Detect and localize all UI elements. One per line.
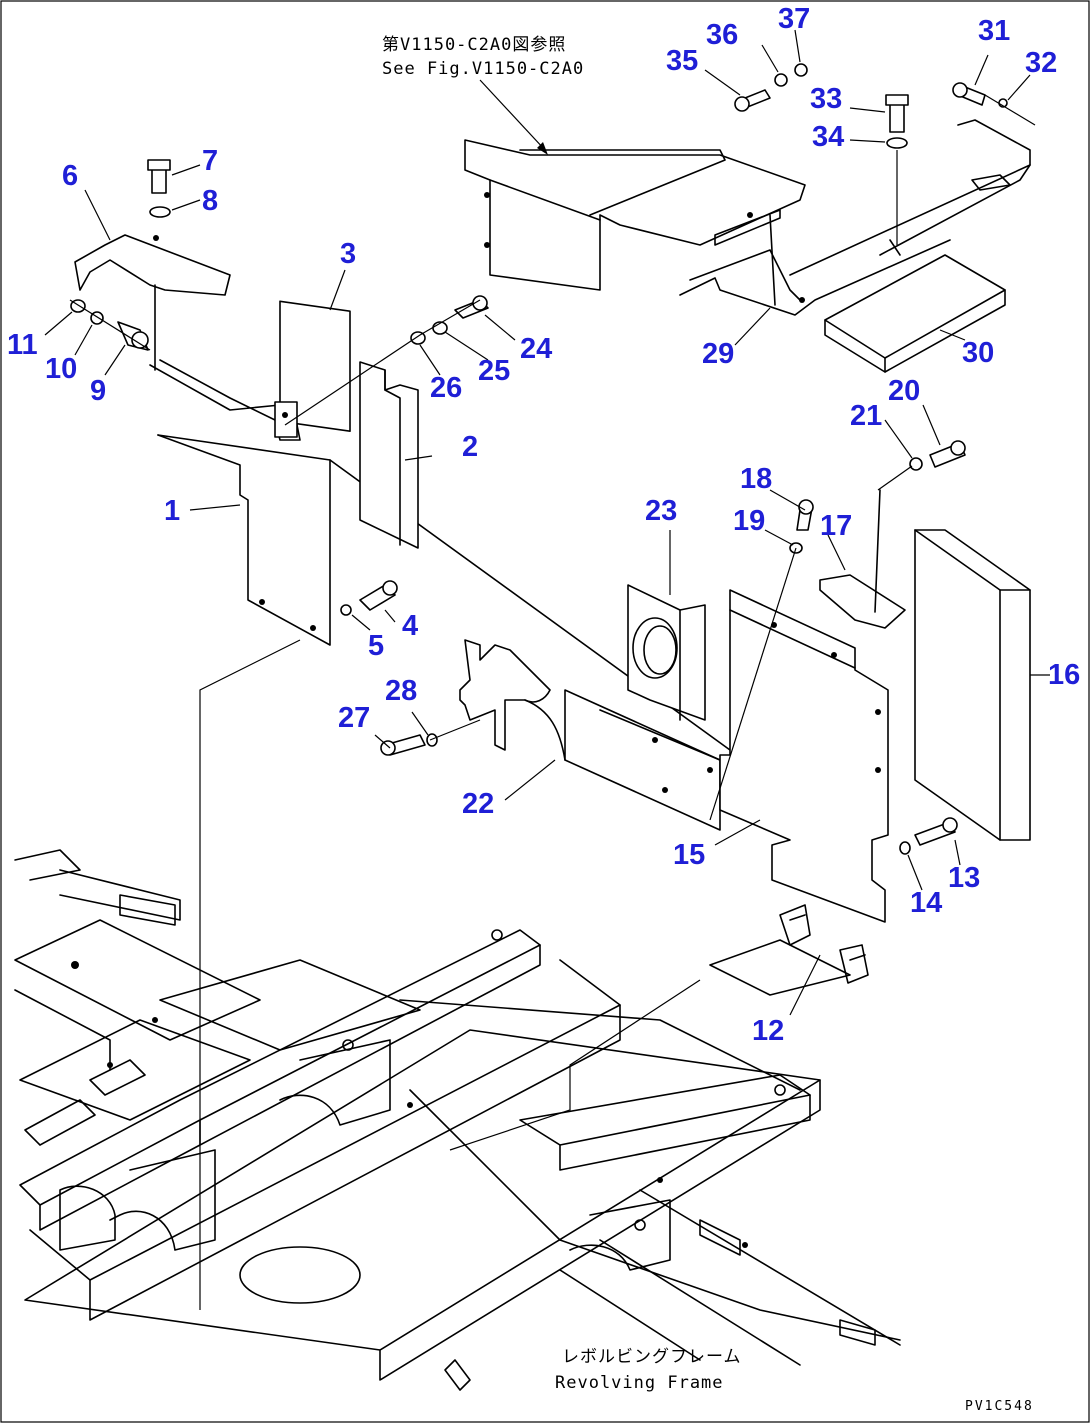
bolt-9 xyxy=(117,321,149,351)
bolt-35 xyxy=(734,89,771,112)
callout-11: 11 xyxy=(7,329,38,361)
washer-28 xyxy=(426,733,438,747)
callout-30: 30 xyxy=(962,337,994,369)
bolt-20-axis xyxy=(877,465,913,491)
callout-35: 35 xyxy=(666,45,698,77)
bolt-31-axis xyxy=(984,94,1036,126)
washer-21 xyxy=(909,457,923,471)
part-17-wedge xyxy=(819,574,906,629)
callout-10: 10 xyxy=(45,353,77,385)
callout-20: 20 xyxy=(888,375,920,407)
revolving-frame xyxy=(14,849,901,1391)
bolt-13 xyxy=(914,817,958,846)
callout-29: 29 xyxy=(702,338,734,370)
callout-leaders xyxy=(44,29,1050,1016)
part-22-bracket xyxy=(459,639,721,831)
callout-15: 15 xyxy=(673,839,705,871)
callout-2: 2 xyxy=(462,431,478,463)
callout-34: 34 xyxy=(812,121,844,153)
callout-31: 31 xyxy=(978,15,1010,47)
callout-7: 7 xyxy=(202,145,218,177)
bolt-27-axis xyxy=(429,719,481,741)
callout-4: 4 xyxy=(402,610,418,642)
callout-37: 37 xyxy=(778,3,810,35)
callout-18: 18 xyxy=(740,463,772,495)
callout-5: 5 xyxy=(368,630,384,662)
callout-33: 33 xyxy=(810,83,842,115)
part-6-bracket xyxy=(74,234,301,441)
callout-23: 23 xyxy=(645,495,677,527)
callout-17: 17 xyxy=(820,510,852,542)
callout-25: 25 xyxy=(478,355,510,387)
callout-27: 27 xyxy=(338,702,370,734)
washer-26 xyxy=(410,331,426,345)
callout-8: 8 xyxy=(202,185,218,217)
callout-36: 36 xyxy=(706,19,738,51)
callout-6: 6 xyxy=(62,160,78,192)
callout-14: 14 xyxy=(910,887,942,919)
bolt-27 xyxy=(380,734,426,756)
reference-leader-line xyxy=(479,79,546,151)
bolt-7 xyxy=(147,159,171,194)
bolt-18 xyxy=(796,499,814,531)
bolt-33 xyxy=(885,94,909,133)
callout-22: 22 xyxy=(462,788,494,820)
part-12-clips xyxy=(709,904,869,996)
part-15-panel xyxy=(707,589,889,923)
part-17-guide xyxy=(874,489,881,613)
reference-note-en: See Fig.V1150-C2A0 xyxy=(382,59,584,79)
part-12-mounting-line xyxy=(449,979,701,1151)
part-29-cover xyxy=(464,119,1031,316)
reference-arrow-head xyxy=(537,142,548,155)
washer-14 xyxy=(899,841,911,855)
bolt-24-axis xyxy=(284,299,481,426)
callout-13: 13 xyxy=(948,862,980,894)
washer-37 xyxy=(794,63,808,77)
bolt-18-axis xyxy=(709,547,797,821)
part-3-pad xyxy=(279,300,351,432)
part-2-strip xyxy=(359,361,419,549)
callout-32: 32 xyxy=(1025,47,1057,79)
reference-note-jp: 第V1150-C2A0図参照 xyxy=(382,35,566,55)
bolt-24 xyxy=(454,295,489,319)
callout-12: 12 xyxy=(752,1015,784,1047)
bolt-31 xyxy=(952,82,986,106)
callout-numbers: 1 2 3 4 5 6 7 8 9 10 11 12 13 14 15 16 1… xyxy=(7,3,1080,1047)
washer-8 xyxy=(149,206,171,218)
bolt-4 xyxy=(359,580,398,611)
part-1-mounting-line xyxy=(199,639,301,1310)
callout-16: 16 xyxy=(1048,659,1080,691)
drawing-code: PV1C548 xyxy=(965,1399,1034,1414)
callout-24: 24 xyxy=(520,333,552,365)
callout-21: 21 xyxy=(850,400,882,432)
bolt-20 xyxy=(929,440,966,468)
callout-1: 1 xyxy=(164,495,180,527)
callout-9: 9 xyxy=(90,375,106,407)
callout-3: 3 xyxy=(340,238,356,270)
callout-19: 19 xyxy=(733,505,765,537)
bolt-9-axis xyxy=(69,299,151,351)
frame-label-jp: レボルビングフレーム xyxy=(562,1347,742,1367)
callout-26: 26 xyxy=(430,372,462,404)
callout-28: 28 xyxy=(385,675,417,707)
washer-36 xyxy=(774,73,788,87)
washer-34 xyxy=(886,137,908,149)
part-16-pad xyxy=(914,529,1031,841)
washer-5 xyxy=(340,604,352,616)
part-23-block xyxy=(627,584,706,721)
frame-label-en: Revolving Frame xyxy=(555,1373,724,1393)
